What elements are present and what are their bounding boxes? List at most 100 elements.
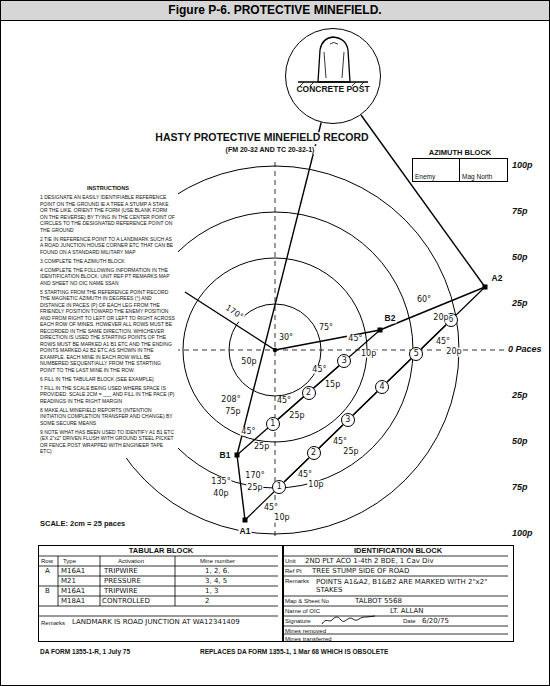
leg-annotation: 75p (224, 408, 241, 417)
node-text: Mag North (462, 173, 492, 180)
mine-symbol: 2 (307, 446, 321, 460)
table-field-label: Mines transferred (285, 636, 332, 643)
table-entry: 2 (205, 598, 209, 606)
table-field-label: Map & Sheet No (285, 598, 329, 605)
node-text: 2 (303, 387, 315, 399)
table-grid (58, 556, 59, 606)
mine-row-line (245, 287, 485, 520)
leg-annotation: 15p (324, 380, 341, 389)
row-point-label: A1 (239, 527, 252, 536)
table-entry: 6/20/75 (422, 618, 449, 626)
pace-scale-label: 50p (512, 437, 528, 447)
leg-annotation: 20p (432, 314, 449, 323)
mine-row-connector (353, 392, 377, 415)
row-point-label: B2 (384, 314, 397, 323)
table-field-label: Date (403, 618, 416, 625)
leg-annotation: 20p (445, 348, 462, 357)
azimuth-cell: Enemy (413, 159, 460, 181)
pace-scale-label: 50p (512, 253, 528, 263)
leg-annotation: 25p (253, 442, 270, 451)
node-text: 3 (338, 355, 350, 367)
figure-title: Figure P-6. PROTECTIVE MINEFIELD. (0, 3, 550, 17)
table-grid (58, 576, 278, 577)
pace-scale-label: 25p (512, 391, 528, 401)
azimuth-cell: Mag North (460, 159, 507, 181)
callout-circle: CONCRETE POST (285, 28, 381, 124)
leg-annotation: 45° (276, 396, 292, 405)
table-field-label: Unit (285, 558, 296, 565)
table-grid (175, 556, 176, 606)
instruction-text: 7 FILL IN THE SCALE BEING USED WHERE SPA… (40, 385, 176, 405)
table-grid (38, 556, 278, 557)
table-grid (38, 556, 508, 634)
instruction-text: 1 DESIGNATE AN EASILY IDENTIFIABLE REFER… (40, 194, 176, 233)
row-point-label: B1 (219, 451, 232, 460)
table-grid (100, 556, 101, 606)
table-grid (282, 556, 508, 557)
mine-symbol: 3 (341, 413, 355, 427)
pace-scale-label: 100p (512, 161, 533, 171)
table-field-label: Remarks (285, 578, 309, 585)
concrete-post-drawing (298, 81, 368, 82)
row-end-point (483, 285, 488, 290)
survey-leg (380, 287, 485, 330)
table-entry: M16A1 (61, 568, 85, 576)
concrete-post-drawing (324, 43, 344, 79)
pace-scale-label: 75p (512, 483, 528, 493)
table-grid (38, 586, 278, 587)
instruction-text: 4 COMPLETE THE FOLLOWING INFORMATION IN … (40, 267, 176, 287)
node-text: 3 (342, 414, 354, 426)
table-entry: A (45, 568, 50, 576)
leg-annotation: 45° (311, 365, 327, 374)
instructions-panel: INSTRUCTIONS1 DESIGNATE AN EASILY IDENTI… (38, 184, 178, 458)
table-entry: M16A1 (61, 588, 85, 596)
leg-annotation: 40p (212, 490, 229, 499)
table-entry: TREE STUMP SIDE OF ROAD (312, 568, 409, 576)
table-grid (282, 576, 508, 577)
table-entry: TRIPWIRE (104, 588, 138, 596)
form-title: HASTY PROTECTIVE MINEFIELD RECORD (153, 132, 370, 144)
leg-annotation: 170° (244, 472, 265, 481)
signature-scribble (322, 616, 375, 624)
mine-symbol: 5 (409, 347, 423, 361)
leg-annotation: 45° (332, 438, 348, 447)
mine-symbol: 4 (375, 380, 389, 394)
mine-row-connector (387, 358, 411, 382)
table-field-label: Remarks (41, 620, 65, 627)
node-text: 1 (267, 418, 279, 430)
table-entry: B (45, 588, 50, 596)
node-text: AZIMUTH BLOCK (409, 148, 511, 157)
node-text: 2 (308, 447, 320, 459)
table-entry: 1, 3 (205, 588, 218, 596)
leg-annotation: 45° (347, 334, 363, 343)
node-text: IDENTIFICATION BLOCK (283, 546, 513, 555)
table-grid (282, 616, 508, 617)
pace-scale-label: 25p (512, 299, 528, 309)
node-text: Enemy (415, 173, 435, 180)
table-entry: TRIPWIRE (104, 568, 138, 576)
row-end-point (235, 285, 488, 523)
survey-leg (275, 330, 380, 350)
leg-annotation: 25p (246, 484, 263, 493)
form-footer: DA FORM 1355-1-R, 1 July 75 (40, 648, 130, 655)
leg-annotation: 25p (288, 411, 305, 420)
leg-annotation: 60° (416, 296, 432, 305)
leg-annotation: 45° (435, 338, 451, 347)
instruction-text: 5 STARTING FROM THE REFERENCE POINT RECO… (40, 289, 176, 374)
table-field-label: Mines removed (285, 628, 326, 635)
table-entry: POINTS A1&A2, B1&B2 ARE MARKED WITH 2"x2… (316, 578, 504, 596)
scale-note: SCALE: 2cm = 25 paces (40, 520, 125, 528)
mine-symbol: 2 (302, 386, 316, 400)
table-entry: LT. ALLAN (390, 608, 424, 616)
survey-leg (237, 123, 321, 456)
table-grid (282, 626, 508, 627)
table-entry: 3, 4, 5 (205, 578, 227, 586)
table-ground (282, 545, 508, 642)
table-field-label: Name of OIC (285, 608, 320, 615)
table-grid (38, 616, 278, 617)
node-text: CONCRETE POST (286, 84, 380, 94)
